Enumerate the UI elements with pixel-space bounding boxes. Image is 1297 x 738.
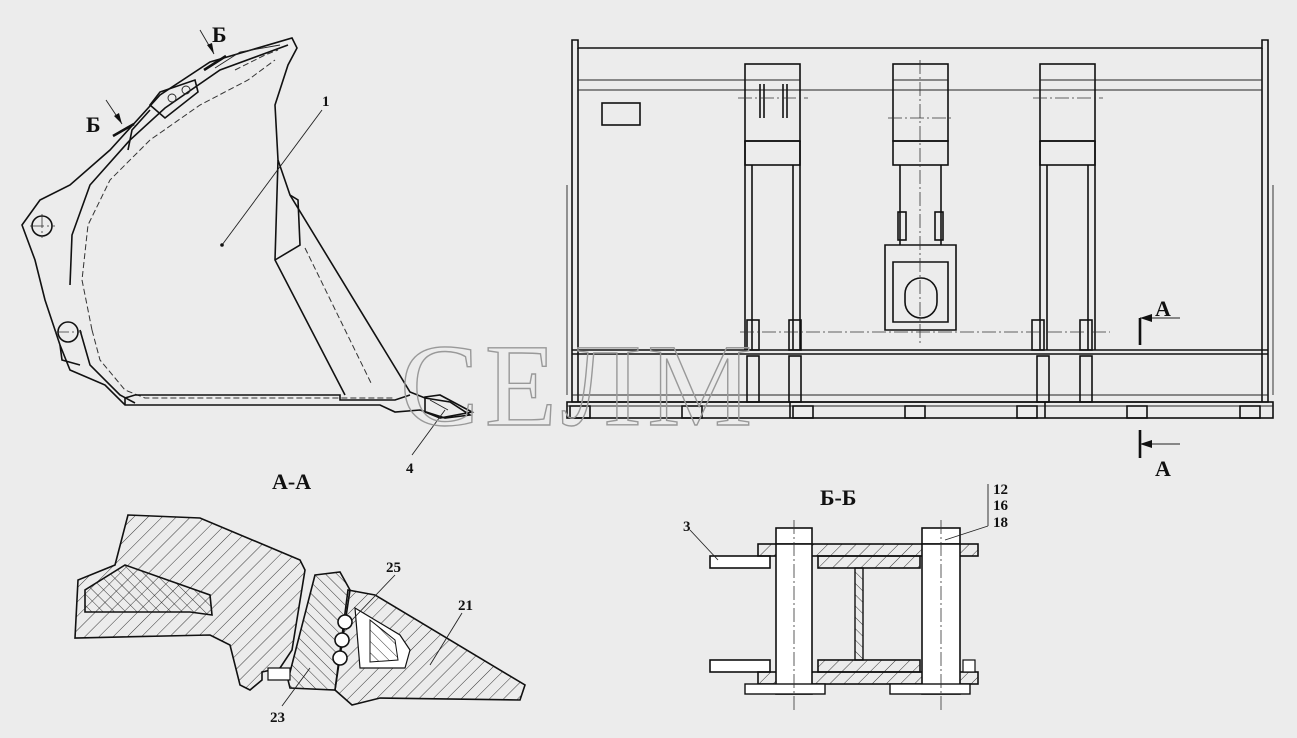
section-bb-detail [689, 484, 989, 710]
section-mark-a-top: А [1155, 296, 1171, 321]
watermark: СЕЛМ [400, 320, 758, 451]
section-mark-b-upper: Б [212, 22, 227, 47]
callout-16: 16 [993, 498, 1009, 514]
section-aa-detail [74, 514, 526, 707]
callout-18: 18 [993, 515, 1008, 531]
callout-4: 4 [406, 461, 414, 477]
callout-25: 25 [386, 560, 401, 576]
section-aa-title: А-А [272, 469, 311, 494]
section-bb-title: Б-Б [820, 485, 856, 510]
callout-3: 3 [683, 519, 691, 535]
callout-21: 21 [458, 598, 473, 614]
section-mark-a-bottom: А [1155, 456, 1171, 481]
callout-12: 12 [993, 482, 1008, 498]
section-mark-b-lower: Б [86, 112, 101, 137]
callout-23: 23 [270, 710, 285, 726]
bucket-side-view [21, 29, 475, 456]
callout-1: 1 [322, 94, 330, 110]
bucket-front-view [566, 39, 1274, 458]
